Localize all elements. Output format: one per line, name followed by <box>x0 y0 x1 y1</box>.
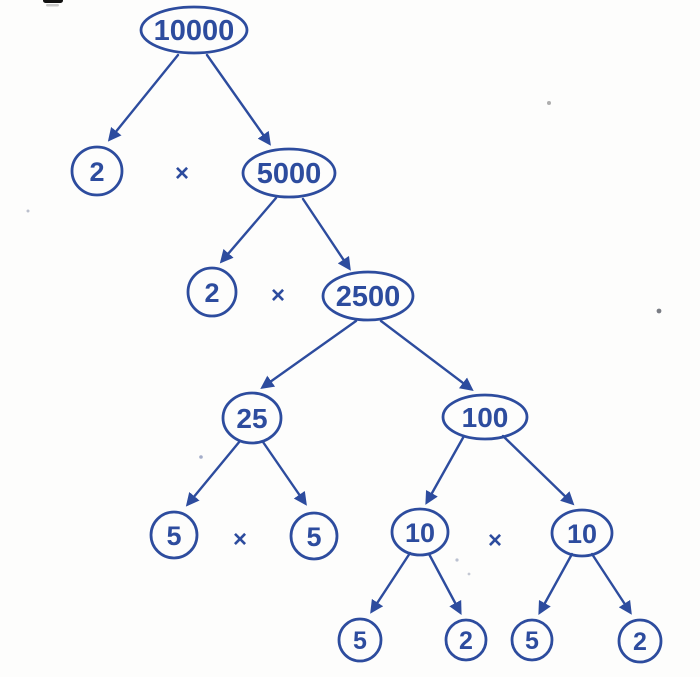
scan-speck <box>656 308 662 314</box>
node-level5-b: 2 <box>444 618 488 662</box>
edge-10000-to-2 <box>107 53 180 142</box>
edge-10b-to-2 <box>590 552 632 615</box>
node-level2-left-label: 2 <box>204 278 219 308</box>
edge-25-to-5b <box>261 440 307 506</box>
times-sign-3: × <box>233 526 247 553</box>
node-level1-right-label: 5000 <box>257 158 322 190</box>
edge-5000-to-2500 <box>301 197 351 271</box>
edge-2500-to-100 <box>379 319 474 392</box>
node-level5-c-ellipse <box>510 618 554 662</box>
node-level5-c-label: 5 <box>525 627 539 655</box>
node-level4-right-b-label: 10 <box>567 519 597 549</box>
node-level4-left-b-label: 5 <box>306 522 321 552</box>
scan-ink-mark <box>43 0 63 3</box>
scan-smudge <box>46 4 59 7</box>
node-level1-right: 5000 <box>241 147 337 199</box>
node-level3-right-ellipse <box>441 393 529 441</box>
times-sign-2: × <box>271 282 285 309</box>
node-level3-left-label: 25 <box>236 403 267 434</box>
node-level4-right-a: 10 <box>390 507 450 557</box>
node-level2-right-ellipse <box>321 270 415 322</box>
node-level5-d-ellipse <box>617 618 663 664</box>
node-level4-right-b: 10 <box>550 508 614 558</box>
node-level1-left-label: 2 <box>89 157 104 187</box>
node-level1-left-ellipse <box>70 145 124 197</box>
node-level2-right-label: 2500 <box>336 281 401 313</box>
node-level1-left: 2 <box>70 145 124 197</box>
scan-speck <box>26 209 30 213</box>
node-level3-right: 100 <box>441 393 529 441</box>
node-level5-b-ellipse <box>444 618 488 662</box>
edge-25-to-5a <box>185 439 242 507</box>
edge-5000-to-2 <box>219 196 278 264</box>
edge-100-to-10b <box>501 434 575 506</box>
node-level1-right-ellipse <box>241 147 337 199</box>
node-level5-a-label: 5 <box>353 627 367 655</box>
times-sign-1: × <box>175 160 189 187</box>
scan-speck <box>547 101 551 105</box>
node-root: 10000 <box>139 5 249 55</box>
node-level5-d-label: 2 <box>633 628 647 656</box>
node-level2-right: 2500 <box>321 270 415 322</box>
node-level5-c: 5 <box>510 618 554 662</box>
node-level2-left-ellipse <box>186 266 238 318</box>
node-level4-right-a-ellipse <box>390 507 450 557</box>
edge-10a-to-2 <box>427 552 462 615</box>
node-level2-left: 2 <box>186 266 238 318</box>
node-level5-d: 2 <box>617 618 663 664</box>
edge-10b-to-5 <box>538 552 574 615</box>
node-level3-left: 25 <box>221 391 283 445</box>
edge-2500-to-25 <box>260 319 358 389</box>
node-level4-left-b: 5 <box>289 511 339 561</box>
node-level5-a-ellipse <box>337 617 383 663</box>
scan-speck <box>455 558 459 562</box>
scan-speck <box>199 455 203 459</box>
edge-10000-to-5000 <box>205 53 271 146</box>
node-root-ellipse <box>139 5 249 55</box>
node-level4-right-a-label: 10 <box>405 518 435 548</box>
node-level4-left-a: 5 <box>149 510 199 560</box>
node-level5-a: 5 <box>337 617 383 663</box>
edge-100-to-10a <box>425 434 466 505</box>
edge-10a-to-5 <box>370 551 412 614</box>
node-level4-left-b-ellipse <box>289 511 339 561</box>
node-level4-left-a-label: 5 <box>166 521 181 551</box>
node-level3-left-ellipse <box>221 391 283 445</box>
node-level4-right-b-ellipse <box>550 508 614 558</box>
times-sign-4: × <box>488 527 502 554</box>
node-level3-right-label: 100 <box>462 402 509 433</box>
scan-speck <box>467 572 471 576</box>
node-level5-b-label: 2 <box>459 627 473 655</box>
node-root-label: 10000 <box>154 15 235 47</box>
node-level4-left-a-ellipse <box>149 510 199 560</box>
